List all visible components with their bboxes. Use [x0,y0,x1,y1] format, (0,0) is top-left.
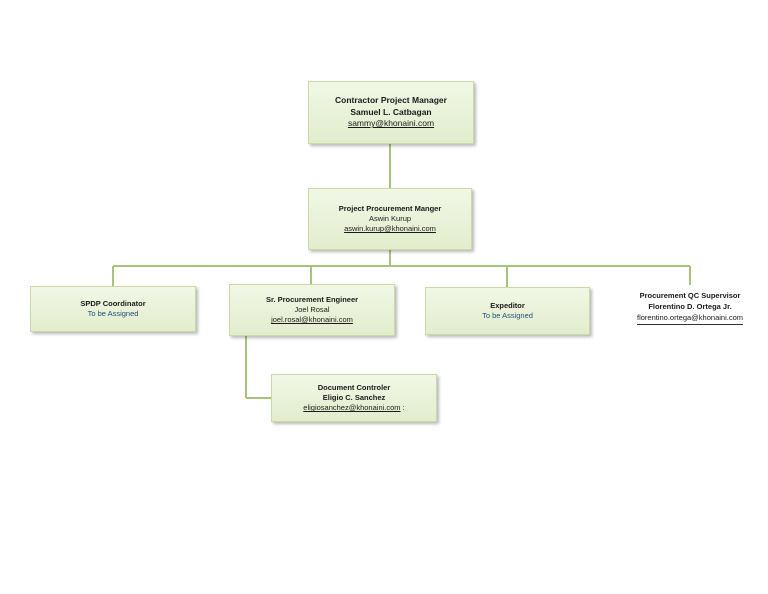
node-person-name: Samuel L. Catbagan [350,106,432,117]
node-person-name: Aswin Kurup [368,213,412,223]
node-email-link[interactable]: joel.rosal@khonaini.com [271,315,353,325]
node-person-name: Joel Rosal [294,304,330,314]
node-title: Project Procurement Manger [338,203,442,213]
node-title: Expeditor [490,300,525,310]
node-email-link[interactable]: aswin.kurup@khonaini.com [344,224,436,234]
procurement-qc-supervisor-box: Procurement QC Supervisor Florentino D. … [620,284,760,332]
node-email-row: eligiosanchez@khonaini.com : [303,403,404,413]
spdp-coordinator-box: SPDP Coordinator To be Assigned [30,286,196,332]
contractor-project-manager-box: Contractor Project Manager Samuel L. Cat… [308,81,474,144]
node-title: SPDP Coordinator [80,298,146,308]
node-email-link[interactable]: eligiosanchez@khonaini.com [303,403,401,413]
node-title: Procurement QC Supervisor [639,291,741,301]
node-assignment-status: To be Assigned [87,309,139,318]
document-controller-box: Document Controler Eligio C. Sanchez eli… [271,374,437,422]
node-assignment-status: To be Assigned [482,311,533,320]
node-title: Contractor Project Manager [335,95,447,106]
node-email-suffix: : [400,403,405,413]
node-title: Document Controler [317,382,391,392]
sr-procurement-engineer-box: Sr. Procurement Engineer Joel Rosal joel… [229,284,395,336]
node-person-name: Eligio C. Sanchez [322,392,386,402]
node-person-name: Florentino D. Ortega Jr. [648,302,732,312]
node-email-link[interactable]: sammy@khonaini.com [347,118,435,129]
expeditor-box: Expeditor To be Assigned [425,287,590,335]
node-email-link[interactable]: florentino.ortega@khonaini.com [636,313,743,325]
project-procurement-manager-box: Project Procurement Manger Aswin Kurup a… [308,188,472,250]
node-title: Sr. Procurement Engineer [265,294,359,304]
